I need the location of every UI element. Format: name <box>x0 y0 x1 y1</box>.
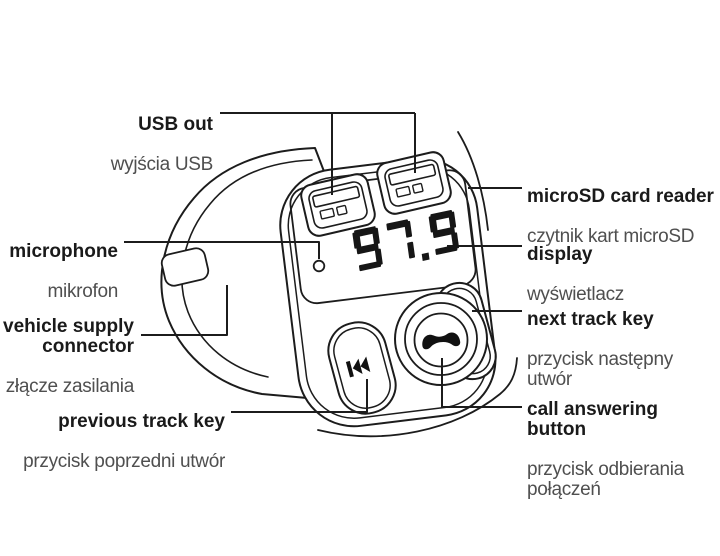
label-microsd: microSD card reader czytnik kart microSD <box>527 167 719 267</box>
call-answer-button <box>394 292 488 386</box>
display-panel <box>289 169 477 305</box>
microphone-hole <box>312 259 326 273</box>
leader-vehicle-connector <box>141 285 228 336</box>
label-next-track: next track key przycisk następny utwór <box>527 290 720 410</box>
body-edge-bottom <box>317 357 518 438</box>
leader-microphone <box>124 241 320 259</box>
leader-lines <box>124 112 522 413</box>
label-call-button: call answering button przycisk odbierani… <box>527 380 720 520</box>
label-next-track-en: next track key <box>527 309 654 330</box>
label-previous-track: previous track key przycisk poprzedni ut… <box>18 392 225 492</box>
plug-arm-slot <box>160 247 210 287</box>
label-microphone: microphone mikrofon <box>0 222 118 322</box>
label-microsd-pl: czytnik kart microSD <box>527 226 695 247</box>
label-call-button-en: call answering button <box>527 399 658 440</box>
previous-track-button <box>327 321 397 415</box>
usb-port-right <box>376 151 452 215</box>
label-usb-out-en: USB out <box>138 114 213 135</box>
body-edge-right <box>457 131 489 231</box>
leader-usb-out <box>220 112 416 195</box>
phone-handset-icon <box>422 332 461 350</box>
leader-previous-track <box>231 379 368 413</box>
label-microphone-pl: mikrofon <box>47 281 119 302</box>
previous-track-icon <box>345 356 371 378</box>
device-face-inner-line <box>287 166 489 419</box>
label-display-en: display <box>527 244 593 265</box>
label-microsd-en: microSD card reader <box>527 186 714 207</box>
label-microphone-en: microphone <box>9 241 118 262</box>
label-next-track-pl: przycisk następny utwór <box>527 349 673 390</box>
label-usb-out: USB out wyjścia USB <box>40 95 214 195</box>
label-display: display wyświetlacz <box>527 225 719 325</box>
label-previous-track-en: previous track key <box>58 411 225 432</box>
label-vehicle-connector: vehicle supply connector złącze zasilani… <box>0 297 134 417</box>
label-vehicle-connector-pl: złącze zasilania <box>5 376 135 397</box>
label-display-pl: wyświetlacz <box>527 284 624 305</box>
usb-port-left <box>300 173 376 237</box>
label-call-button-pl: przycisk odbierania połączeń <box>527 459 684 500</box>
label-usb-out-pl: wyjścia USB <box>110 154 214 175</box>
label-previous-track-pl: przycisk poprzedni utwór <box>23 451 225 472</box>
leader-call-button <box>441 358 522 408</box>
label-vehicle-connector-en: vehicle supply connector <box>3 316 134 357</box>
